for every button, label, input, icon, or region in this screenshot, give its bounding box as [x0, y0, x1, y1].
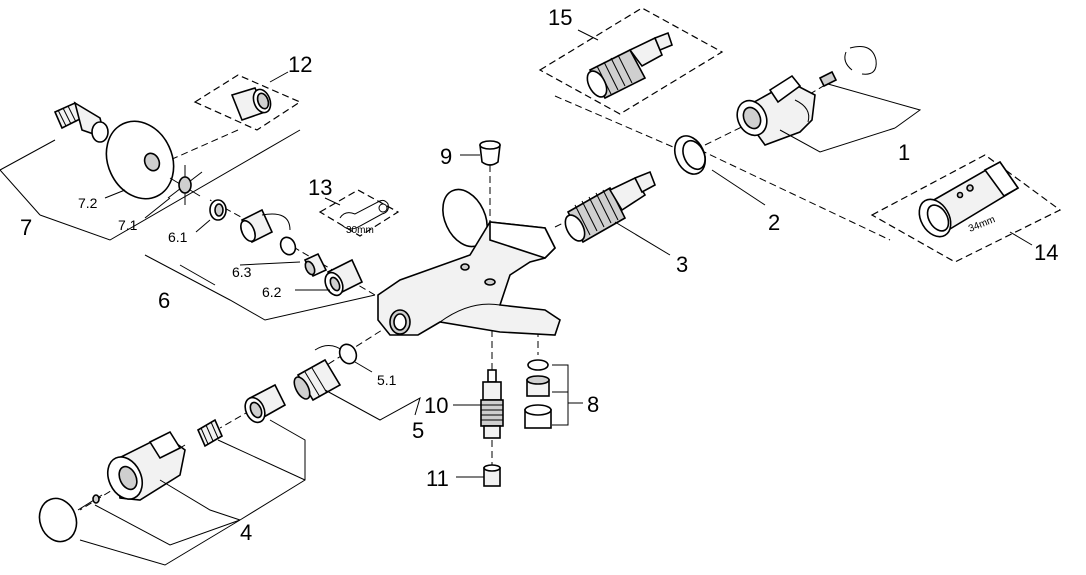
callout-6-2: 6.2 [262, 284, 282, 300]
part-4-spindle [196, 418, 224, 448]
leader-4c [159, 479, 241, 521]
part-10-cartridge [480, 369, 504, 439]
callout-10: 10 [424, 393, 448, 418]
axis-12-link [169, 129, 239, 161]
part-4-cap [38, 497, 78, 543]
part-7-eccentric-connector [53, 101, 109, 143]
leader-7-1 [144, 197, 171, 219]
part-6-check-valve-body [240, 208, 291, 244]
callout-8: 8 [587, 392, 599, 417]
callout-6: 6 [158, 288, 170, 313]
part-15-cartridge [586, 31, 673, 100]
callout-12: 12 [288, 52, 312, 77]
part-1-screw [818, 70, 838, 88]
part-8-aerator-housing [524, 404, 552, 429]
part-6-1-washer [209, 199, 227, 221]
box-12 [193, 74, 302, 131]
callout-5-1: 5.1 [377, 372, 397, 388]
part-4-handle [106, 430, 186, 501]
leader-6b [179, 264, 216, 286]
part-7-rosette [105, 120, 175, 200]
wrench-30mm-label: 30mm [346, 225, 374, 236]
part-11-sleeve [483, 464, 501, 487]
callout-4: 4 [240, 520, 252, 545]
leader-6-1 [195, 219, 211, 233]
callout-5: 5 [412, 418, 424, 443]
callout-3: 3 [676, 252, 688, 277]
leader-4d [217, 439, 306, 481]
axis-lower-left-2 [219, 404, 261, 429]
leader-1 [779, 127, 896, 153]
leader-7b [39, 129, 301, 241]
part-5-1-oring [338, 343, 358, 365]
mixer-body [377, 188, 561, 336]
leader-4b [94, 504, 241, 546]
leader-6-3 [239, 261, 301, 266]
callout-6-3: 6.3 [232, 264, 252, 280]
part-3-thermo-cartridge [564, 170, 656, 244]
leader-6a [144, 254, 376, 321]
callout-2: 2 [768, 210, 780, 235]
leader-5-1 [354, 361, 373, 373]
leader-14 [1009, 231, 1033, 246]
box-13 [318, 189, 400, 237]
axis-15-link [554, 95, 681, 151]
part-9-cap [479, 140, 501, 166]
callout-7: 7 [20, 215, 32, 240]
part-2-ring [673, 135, 707, 175]
leader-5 [324, 389, 421, 421]
callout-6-1: 6.1 [168, 229, 188, 245]
leader-7a [0, 139, 56, 216]
leader-7-2 [104, 189, 126, 199]
leader-1b [827, 83, 922, 129]
wrench-34mm-label: 34mm [967, 214, 997, 235]
leader-8 [552, 364, 569, 426]
box-14 [870, 154, 1062, 263]
callout-11: 11 [426, 466, 449, 491]
axis-14-link [699, 149, 891, 241]
part-12-nut [230, 87, 272, 122]
part-7-1-seal [167, 165, 203, 205]
leader-13 [324, 197, 341, 206]
callout-7-1: 7.1 [118, 217, 138, 233]
part-1-temperature-handle [736, 74, 816, 146]
callout-15: 15 [548, 5, 572, 30]
part-1-clip [844, 46, 877, 75]
part-6-oring [279, 236, 297, 256]
callout-9: 9 [440, 144, 452, 169]
leader-2 [711, 169, 766, 206]
part-6-3-insert [303, 252, 328, 278]
callout-13: 13 [308, 175, 332, 200]
part-4-screw [77, 494, 103, 511]
leader-15 [577, 29, 599, 41]
callout-1: 1 [898, 140, 910, 165]
leader-3 [614, 221, 671, 256]
part-6-2-nut [324, 258, 364, 297]
part-4-adapter [244, 383, 287, 424]
part-14-wrench-34mm [918, 160, 1020, 238]
leader-4a [79, 519, 241, 566]
box-15 [538, 7, 724, 115]
part-8-aerator [526, 375, 550, 397]
part-8-aerator-seal [527, 359, 549, 371]
callout-7-2: 7.2 [78, 195, 98, 211]
callout-14: 14 [1034, 240, 1058, 265]
part-13-wrench-30mm [339, 199, 389, 230]
leader-12 [269, 71, 289, 83]
leader-4e [239, 419, 306, 521]
part-5-diverter [293, 345, 346, 402]
